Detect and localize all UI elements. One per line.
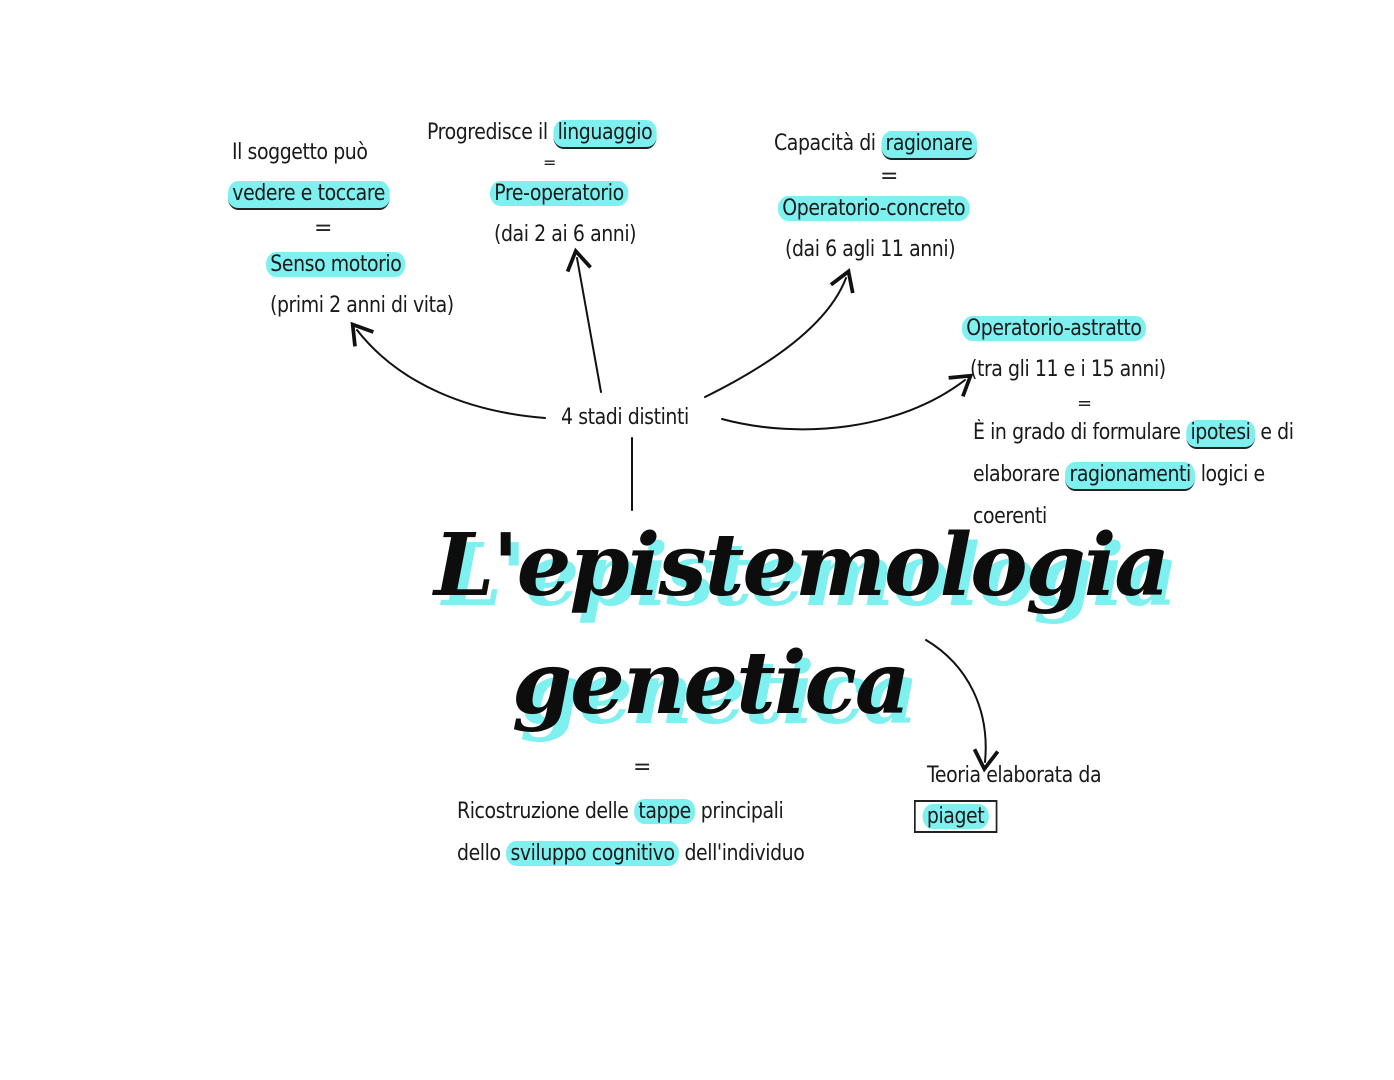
equals-sign: = xyxy=(633,755,652,780)
equals-sign: = xyxy=(1077,393,1093,414)
arrow-to-operatorio-concreto xyxy=(704,268,855,398)
equals-sign: = xyxy=(880,164,899,189)
definition-line1-highlight: tappe xyxy=(634,799,696,824)
desc-line2-highlight: ragionamenti xyxy=(1065,462,1196,491)
senso-motorio-name-highlight: Senso motorio xyxy=(266,252,406,277)
senso-motorio-note-highlight: vedere e toccare xyxy=(228,181,390,210)
operatorio-astratto-name-highlight: Operatorio-astratto xyxy=(962,316,1146,341)
pre-operatorio-name-highlight: Pre-operatorio xyxy=(490,181,629,206)
definition-line2-highlight: sviluppo cognitivo xyxy=(506,841,679,866)
operatorio-concreto-note-prefix: Capacità di xyxy=(774,131,882,156)
operatorio-concreto-name-highlight: Operatorio-concreto xyxy=(778,196,970,221)
operatorio-astratto-name: Operatorio-astratto xyxy=(962,316,1146,342)
author-label: Teoria elaborata da xyxy=(927,763,1102,788)
operatorio-concreto-age: (dai 6 agli 11 anni) xyxy=(785,237,956,262)
center-label: 4 stadi distinti xyxy=(561,405,689,430)
operatorio-concreto-name: Operatorio-concreto xyxy=(778,196,970,222)
definition-line2-prefix: dello xyxy=(457,841,507,866)
desc-line1-suffix: e di xyxy=(1254,420,1294,445)
equals-sign: = xyxy=(543,153,557,172)
definition-line2-suffix: dell'individuo xyxy=(678,841,805,866)
operatorio-astratto-desc-line1: È in grado di formulare ipotesi e di xyxy=(973,420,1294,449)
arrow-to-pre-operatorio xyxy=(565,247,602,393)
definition-line1-prefix: Ricostruzione delle xyxy=(457,799,635,824)
senso-motorio-age: (primi 2 anni di vita) xyxy=(270,293,454,318)
pre-operatorio-note-highlight: linguaggio xyxy=(553,120,657,149)
operatorio-astratto-age: (tra gli 11 e i 15 anni) xyxy=(970,357,1166,382)
pre-operatorio-age: (dai 2 ai 6 anni) xyxy=(494,222,637,247)
desc-line2-suffix: logici e xyxy=(1195,462,1265,487)
operatorio-astratto-desc-line2: elaborare ragionamenti logici e xyxy=(973,462,1265,491)
pre-operatorio-note-prefix: Progredisce il xyxy=(427,120,554,145)
desc-line1-prefix: È in grado di formulare xyxy=(973,420,1187,445)
operatorio-concreto-note-highlight: ragionare xyxy=(881,131,977,160)
title-line1: L'epistemologia xyxy=(434,515,1170,616)
senso-motorio-note-line2: vedere e toccare xyxy=(228,181,390,210)
equals-sign: = xyxy=(314,216,333,241)
definition-line2: dello sviluppo cognitivo dell'individuo xyxy=(457,841,805,867)
operatorio-concreto-note: Capacità di ragionare xyxy=(774,131,977,160)
operatorio-astratto-desc-line3: coerenti xyxy=(973,504,1047,529)
author-name-box: piaget xyxy=(914,800,998,833)
senso-motorio-note-line1: Il soggetto può xyxy=(232,140,368,165)
pre-operatorio-name: Pre-operatorio xyxy=(490,181,629,207)
arrow-to-author xyxy=(925,639,1000,773)
pre-operatorio-note: Progredisce il linguaggio xyxy=(427,120,657,149)
desc-line2-prefix: elaborare xyxy=(973,462,1066,487)
title-line2: genetica xyxy=(512,633,911,734)
arrow-to-senso-motorio xyxy=(350,321,546,419)
definition-line1-suffix: principali xyxy=(695,799,784,824)
definition-line1: Ricostruzione delle tappe principali xyxy=(457,799,784,825)
senso-motorio-name: Senso motorio xyxy=(266,252,406,278)
desc-line1-highlight: ipotesi xyxy=(1186,420,1255,449)
author-name-frame: piaget xyxy=(914,800,998,833)
author-name: piaget xyxy=(922,804,989,829)
arrow-to-operatorio-astratto xyxy=(721,373,974,431)
